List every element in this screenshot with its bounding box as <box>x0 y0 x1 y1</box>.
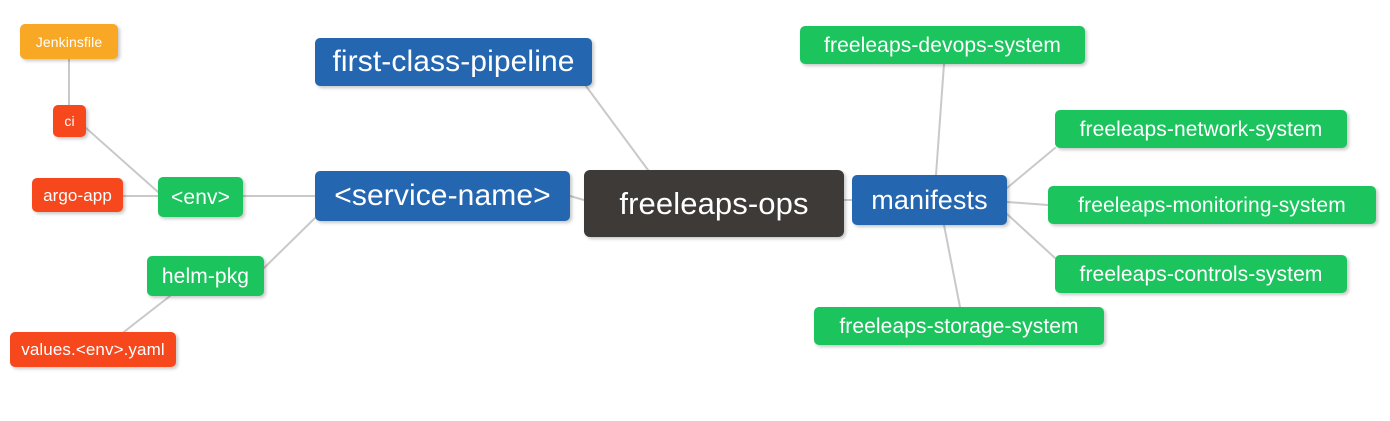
edge-service-name-to-helm-pkg <box>263 217 316 269</box>
node-label: freeleaps-devops-system <box>824 33 1061 57</box>
node-freeleaps-monitoring-system[interactable]: freeleaps-monitoring-system <box>1048 186 1376 224</box>
node-label: values.<env>.yaml <box>21 340 165 359</box>
node-label: Jenkinsfile <box>35 33 103 50</box>
node-jenkinsfile[interactable]: Jenkinsfile <box>20 24 118 59</box>
node-first-class-pipeline[interactable]: first-class-pipeline <box>315 38 592 86</box>
node-label: freeleaps-monitoring-system <box>1078 193 1346 217</box>
node-label: <service-name> <box>334 179 551 212</box>
edge-manifests-to-freeleaps-devops-system <box>935 63 945 176</box>
node-label: freeleaps-storage-system <box>839 314 1079 338</box>
node-freeleaps-network-system[interactable]: freeleaps-network-system <box>1055 110 1347 148</box>
edge-manifests-to-freeleaps-storage-system <box>943 224 961 308</box>
node-label: freeleaps-controls-system <box>1079 262 1323 286</box>
node-label: freeleaps-network-system <box>1079 117 1323 141</box>
node-label: manifests <box>871 184 988 215</box>
node-ci[interactable]: ci <box>53 105 86 137</box>
node-argo-app[interactable]: argo-app <box>32 178 123 212</box>
node-service-name[interactable]: <service-name> <box>315 171 570 221</box>
node-label: argo-app <box>43 185 112 205</box>
node-label: ci <box>64 113 75 129</box>
node-freeleaps-controls-system[interactable]: freeleaps-controls-system <box>1055 255 1347 293</box>
node-label: first-class-pipeline <box>332 45 575 78</box>
node-label: helm-pkg <box>161 264 250 288</box>
node-freeleaps-ops[interactable]: freeleaps-ops <box>584 170 844 237</box>
node-freeleaps-devops-system[interactable]: freeleaps-devops-system <box>800 26 1085 64</box>
edge-first-class-pipeline-to-freeleaps-ops <box>585 85 649 171</box>
node-values-yaml[interactable]: values.<env>.yaml <box>10 332 176 367</box>
edge-service-name-to-freeleaps-ops <box>569 195 585 201</box>
node-label: <env> <box>171 185 230 209</box>
node-helm-pkg[interactable]: helm-pkg <box>147 256 264 296</box>
edge-manifests-to-freeleaps-monitoring-system <box>1006 201 1049 206</box>
node-manifests[interactable]: manifests <box>852 175 1007 225</box>
edge-manifests-to-freeleaps-network-system <box>1006 147 1056 189</box>
node-label: freeleaps-ops <box>619 186 809 221</box>
node-env[interactable]: <env> <box>158 177 243 217</box>
edge-helm-pkg-to-values-yaml <box>119 295 171 336</box>
node-freeleaps-storage-system[interactable]: freeleaps-storage-system <box>814 307 1104 345</box>
